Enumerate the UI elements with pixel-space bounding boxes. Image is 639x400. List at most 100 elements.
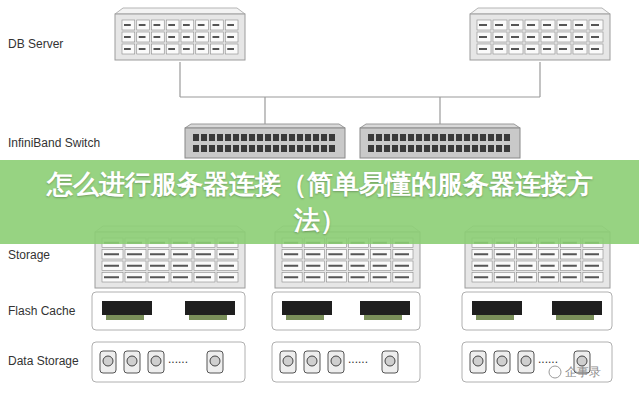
drive-slot	[139, 48, 146, 50]
drive-slot	[227, 24, 234, 26]
data-storage-panel	[462, 342, 612, 382]
drive-bay	[181, 44, 194, 54]
switch-port	[432, 134, 438, 141]
switch-port	[408, 134, 414, 141]
drive-slot	[585, 265, 599, 267]
drive-bay	[525, 32, 539, 42]
drive-bay	[194, 250, 215, 260]
drive-bay	[152, 44, 165, 54]
switch-port	[281, 145, 287, 152]
drive-slot	[474, 253, 488, 255]
drive-slot	[591, 24, 599, 26]
drive-slot	[154, 36, 161, 38]
drive-slot	[127, 265, 142, 267]
switch-port	[321, 145, 327, 152]
drive-bay	[211, 32, 224, 42]
drive-bay	[217, 261, 238, 271]
drive-slot	[591, 36, 599, 38]
switch-port	[305, 145, 311, 152]
drive-slot	[124, 24, 131, 26]
switch-port	[376, 134, 382, 141]
flash-card	[282, 301, 332, 315]
switch-port	[464, 145, 470, 152]
switch-port	[289, 145, 295, 152]
drive-bay	[557, 44, 571, 54]
switch-port	[392, 145, 398, 152]
switch-front	[185, 128, 345, 158]
switch-port	[265, 134, 271, 141]
drive-slot	[496, 253, 510, 255]
drive-slot	[154, 48, 161, 50]
switch-port	[424, 145, 430, 152]
drive-bay	[371, 273, 391, 283]
switch-port	[408, 145, 414, 152]
switch-port	[448, 134, 454, 141]
banner-band: 怎么进行服务器连接（简单易懂的服务器连接方法）	[0, 160, 639, 244]
drive-slot	[373, 265, 387, 267]
drive-bay	[122, 32, 135, 42]
switch-port	[217, 134, 223, 141]
disk-icon	[518, 351, 534, 373]
switch-port	[209, 145, 215, 152]
drive-bay	[516, 261, 536, 271]
drive-bay	[326, 250, 346, 260]
drive-bay	[589, 32, 603, 42]
drive-bay	[194, 273, 215, 283]
drive-slot	[219, 253, 234, 255]
drive-slot	[543, 36, 551, 38]
drive-bay	[557, 20, 571, 30]
switch-port	[368, 134, 374, 141]
drive-bay	[561, 261, 581, 271]
switch-port	[376, 145, 382, 152]
drive-bay	[493, 32, 507, 42]
switch-port	[368, 145, 374, 152]
switch-port	[400, 134, 406, 141]
drive-slot	[104, 265, 119, 267]
panel-outline	[92, 342, 245, 382]
switch-port	[464, 134, 470, 141]
flash-card	[185, 301, 235, 315]
ellipsis: ......	[538, 352, 558, 366]
wire	[264, 97, 265, 128]
disk-platter	[127, 356, 137, 366]
drive-slot	[559, 36, 567, 38]
drive-slot	[213, 48, 220, 50]
drive-bay	[148, 261, 169, 271]
drive-slot	[496, 276, 510, 278]
flash-card	[472, 301, 522, 315]
disk-platter	[331, 356, 341, 366]
drive-bay	[225, 32, 238, 42]
switch-port	[504, 145, 510, 152]
drive-slot	[168, 36, 175, 38]
disk-platter	[577, 356, 587, 366]
wire	[539, 62, 540, 97]
drive-slot	[563, 253, 577, 255]
switch-port	[297, 145, 303, 152]
flash-card	[552, 301, 602, 315]
drive-bay	[102, 261, 123, 271]
drive-bay	[211, 20, 224, 30]
drive-slot	[351, 253, 365, 255]
drive-slot	[585, 253, 599, 255]
disk-icon	[124, 351, 140, 373]
drive-slot	[527, 48, 535, 50]
drive-bay	[349, 250, 369, 260]
card-connector	[189, 315, 227, 320]
drive-slot	[575, 36, 583, 38]
flash-cache-panel	[462, 292, 612, 330]
drive-slot	[196, 265, 211, 267]
switch-front	[360, 128, 520, 158]
watermark: 企事录	[565, 365, 601, 379]
switch-port	[241, 134, 247, 141]
drive-bay	[171, 261, 192, 271]
drive-bay	[539, 250, 559, 260]
drive-bay	[477, 32, 491, 42]
watermark-icon	[549, 366, 561, 378]
switch-port	[289, 134, 295, 141]
drive-bay	[196, 32, 209, 42]
drive-bay	[525, 20, 539, 30]
drive-slot	[511, 24, 519, 26]
drive-bay	[137, 44, 150, 54]
switch-port	[488, 134, 494, 141]
drive-slot	[124, 48, 131, 50]
